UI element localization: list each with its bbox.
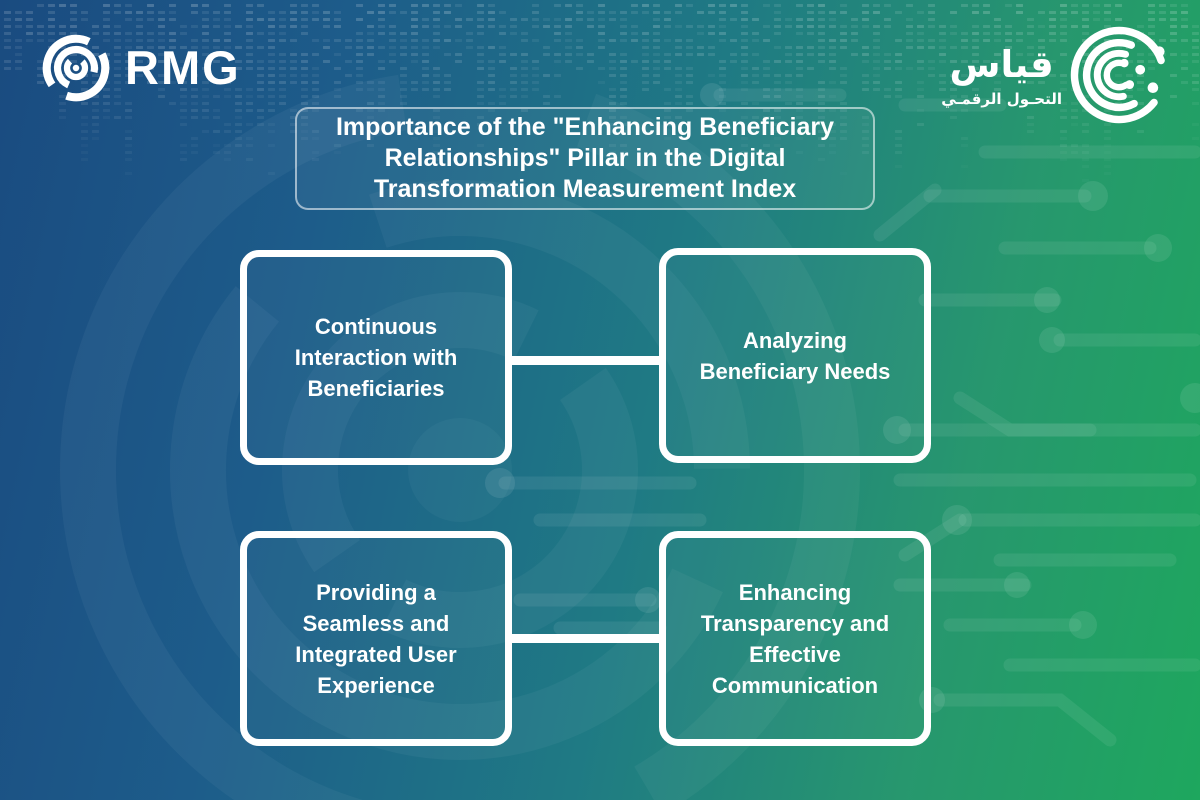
qiyas-logo-title: قياس: [949, 42, 1054, 86]
box-label-line: Providing a: [316, 579, 436, 605]
rmg-spiral-icon: [42, 34, 110, 102]
box-label-line: Transparency and: [700, 610, 890, 636]
box-label-line: Integrated User: [295, 641, 457, 667]
box-label-line: Interaction with: [294, 345, 458, 370]
box-label-line: Seamless and: [302, 610, 450, 636]
flow-box-seamless-experience: Providing a Seamless and Integrated User…: [240, 531, 512, 746]
flow-box-transparency-communication: Enhancing Transparency and Effective Com…: [659, 531, 931, 746]
rmg-logo-text: RMG: [125, 41, 241, 94]
box-label-line: Experience: [317, 672, 435, 698]
box-label-line: Beneficiary Needs: [699, 358, 891, 384]
qiyas-logo: قياس التحـول الرقمـي: [941, 22, 1172, 128]
qiyas-logo-subtitle: التحـول الرقمـي: [941, 90, 1062, 109]
box-label-line: Analyzing: [743, 327, 847, 353]
qiyas-logo-text: قياس التحـول الرقمـي: [941, 42, 1062, 108]
title-card: Importance of the "Enhancing Beneficiary…: [295, 107, 875, 210]
qiyas-circles-icon: [1070, 26, 1168, 124]
title-line: Transformation Measurement Index: [373, 175, 797, 203]
flow-box-continuous-interaction: Continuous Interaction with Beneficiarie…: [240, 250, 512, 465]
connector-top: [512, 356, 660, 365]
box-label-line: Enhancing: [738, 579, 852, 605]
box-label-line: Continuous: [314, 314, 438, 339]
rmg-logo: RMG: [40, 32, 241, 104]
flow-box-analyzing-needs: Analyzing Beneficiary Needs: [659, 248, 931, 463]
box-label-line: Communication: [711, 672, 879, 698]
connector-bottom: [512, 634, 660, 643]
box-label-line: Beneficiaries: [307, 376, 445, 401]
title-line: Relationships" Pillar in the Digital: [384, 144, 786, 172]
title-line: Importance of the "Enhancing Beneficiary: [335, 113, 835, 141]
box-label-line: Effective: [749, 641, 841, 667]
